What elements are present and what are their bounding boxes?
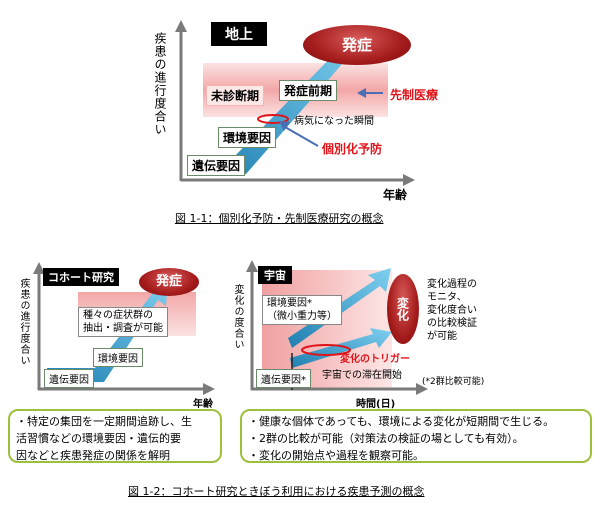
fig2-caption: 図 1-2：コホート研究ときぼう利用における疾患予測の概念	[128, 485, 425, 498]
cohort-tag: コホート研究	[43, 268, 119, 286]
space-monitor-text: 変化過程の モニタ、 変化度合い の比較検証 が可能	[427, 278, 477, 343]
monitor-line-1: 変化過程の	[427, 279, 477, 290]
monitor-line-2: モニタ、	[427, 292, 467, 303]
space-stay-start: 宇宙での滞在開始	[322, 370, 402, 381]
cohort-symptoms: 種々の症状群の 抽出・調査が可能	[78, 307, 168, 337]
space-trigger: 変化のトリガー	[340, 354, 410, 365]
space-env-line1: 環境要因*	[267, 298, 312, 309]
space-change-ellipse: 変化	[387, 274, 419, 344]
space-change-label: 変化	[395, 297, 410, 321]
cohort-onset-ellipse: 発症	[139, 268, 199, 296]
figure-1-1: 地上 発症 疾患の進行度合い 年齢 未診断期 発症前期 病気になった瞬間 環境要…	[0, 0, 600, 235]
space-arrow-lower	[290, 328, 392, 368]
fig1-preemptive: 先制医療	[390, 88, 439, 102]
cohort-x-arrowhead	[203, 383, 215, 395]
y-axis-arrowhead	[175, 20, 187, 32]
note-left-line-1: ・特定の集団を一定期間追跡し、生	[16, 415, 192, 428]
cohort-symptoms-line2: 抽出・調査が可能	[83, 323, 163, 334]
personalized-pointer-head	[279, 121, 290, 131]
fig1-sick-moment: 病気になった瞬間	[294, 116, 374, 127]
space-gene-factor: 遺伝要因*	[256, 369, 311, 388]
space-y-label: 変化の度合い	[232, 284, 243, 350]
fig1-x-label: 年齢	[383, 188, 408, 202]
x-axis-arrowhead	[403, 174, 415, 186]
space-note: (*2群比較可能)	[422, 377, 485, 387]
fig1-gene-factor: 遺伝要因	[187, 155, 246, 176]
personalized-pointer	[284, 126, 319, 147]
space-y-arrowhead	[246, 260, 258, 272]
cohort-y-arrowhead	[33, 262, 45, 274]
monitor-line-4: の比較検証	[427, 318, 477, 329]
fig1-onset-ellipse: 発症	[303, 25, 411, 65]
note-right-line-1: ・健康な個体であっても、環境による変化が短期間で生じる。	[248, 415, 555, 428]
space-x-arrowhead	[416, 383, 428, 395]
fig1-tag: 地上	[211, 22, 267, 46]
cohort-env-factor: 環境要因	[93, 348, 143, 367]
space-tag: 宇宙	[258, 266, 292, 284]
space-env-factor: 環境要因* （微小重力等）	[262, 295, 342, 325]
note-right-box: ・健康な個体であっても、環境による変化が短期間で生じる。 ・2群の比較が可能（対…	[240, 409, 592, 463]
fig1-caption: 図 1-1：個別化予防・先制医療研究の概念	[175, 212, 384, 225]
preemptive-pointer-head	[357, 88, 366, 98]
monitor-line-3: 変化度合い	[427, 305, 477, 316]
fig1-personalized: 個別化予防	[322, 142, 383, 156]
note-left-line-2: 活習慣などの環境要因・遺伝的要	[16, 432, 181, 445]
fig1-undiagnosed: 未診断期	[206, 85, 265, 106]
note-left-box: ・特定の集団を一定期間追跡し、生 活習慣などの環境要因・遺伝的要 因などと疾患発…	[8, 409, 222, 463]
cohort-x-label: 年齢	[193, 399, 213, 410]
space-env-line2: （微小重力等）	[267, 311, 337, 322]
cohort-symptoms-line1: 種々の症状群の	[83, 310, 153, 321]
cohort-gene-factor: 遺伝要因	[44, 369, 94, 388]
note-right-line-3: ・変化の開始点や過程を観察可能。	[248, 449, 424, 462]
trigger-marker	[301, 344, 351, 356]
fig1-y-label: 疾患の進行度合い	[153, 32, 167, 136]
fig1-env-factor: 環境要因	[218, 127, 277, 148]
note-right-line-2: ・2群の比較が可能（対策法の検証の場としても有効）。	[248, 432, 524, 445]
fig1-pre-onset: 発症前期	[279, 80, 338, 101]
sick-moment-marker	[257, 114, 289, 124]
space-x-label: 時間(日)	[356, 399, 396, 410]
note-left-line-3: 因などと疾患発症の関係を解明	[16, 449, 170, 462]
cohort-y-label: 疾患の進行度合い	[18, 278, 29, 366]
monitor-line-5: が可能	[427, 331, 457, 342]
